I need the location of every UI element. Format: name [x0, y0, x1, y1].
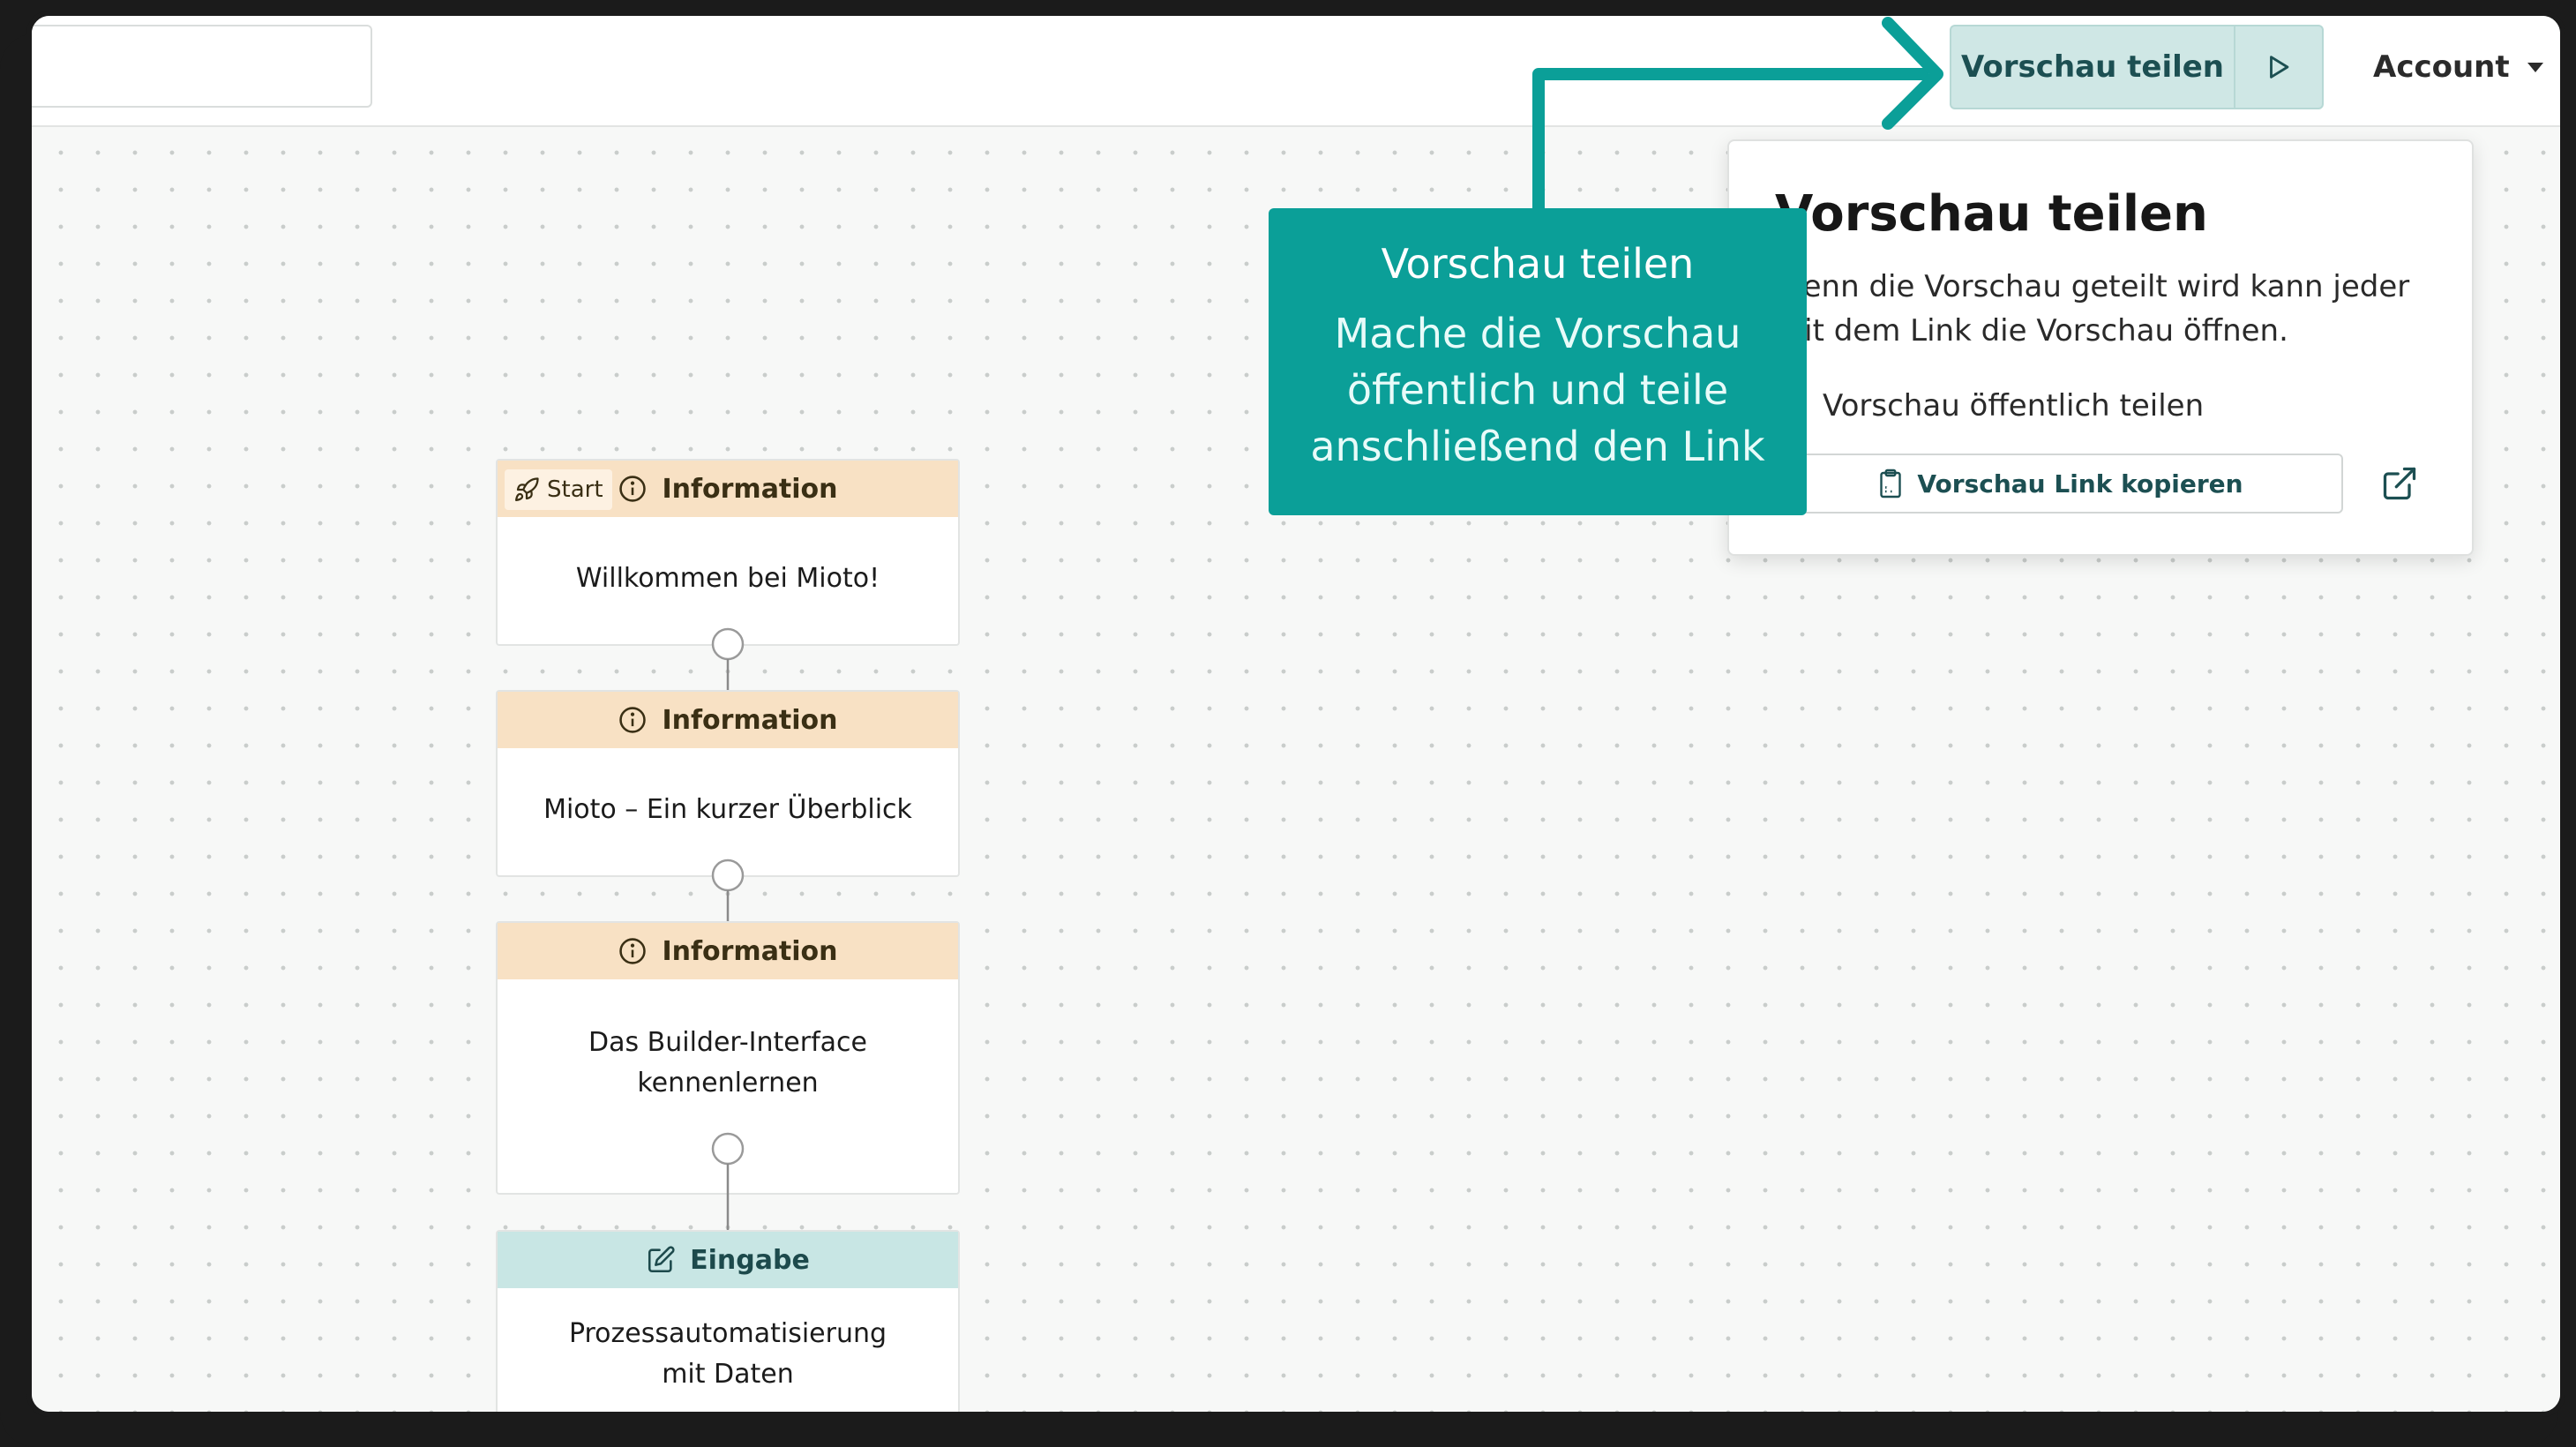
callout-title: Vorschau teilen — [1381, 240, 1695, 288]
start-label: Start — [547, 476, 603, 503]
share-preview-popover: Vorschau teilen Wenn die Vorschau geteil… — [1727, 139, 2474, 556]
public-share-toggle[interactable]: Vorschau öffentlich teilen — [1775, 388, 2204, 424]
share-preview-group: Vorschau teilen — [1950, 25, 2324, 109]
flow-node-input[interactable]: Eingabe Prozessautomatisierung mit Daten — [496, 1230, 960, 1412]
node-header: Information — [498, 692, 958, 748]
popover-title: Vorschau teilen — [1775, 185, 2208, 243]
popover-description: Wenn die Vorschau geteilt wird kann jede… — [1775, 269, 2410, 349]
node-type-label: Eingabe — [690, 1244, 810, 1276]
node-title: Willkommen bei Mioto! — [575, 563, 880, 594]
tutorial-callout: Vorschau teilen Mache die Vorschau öffen… — [1269, 208, 1807, 515]
info-icon — [619, 938, 647, 964]
flow-node-overview[interactable]: Information Mioto – Ein kurzer Überblick — [496, 690, 960, 877]
node-type-label: Information — [662, 935, 838, 967]
public-share-label: Vorschau öffentlich teilen — [1823, 388, 2205, 424]
flow-node-welcome[interactable]: Start Information Willkommen bei Mioto! — [496, 459, 960, 646]
account-menu[interactable]: Account — [2373, 42, 2545, 92]
external-link-icon[interactable] — [2380, 464, 2419, 503]
node-type-label: Information — [662, 473, 838, 505]
top-bar: Vorschau teilen Account — [32, 16, 2560, 127]
info-icon — [619, 707, 647, 733]
callout-body: Mache die Vorschau öffentlich und teile … — [1310, 310, 1765, 470]
start-badge: Start — [505, 469, 612, 510]
info-icon — [619, 476, 647, 502]
node-header: Eingabe — [498, 1232, 958, 1288]
rocket-icon — [515, 477, 539, 501]
caret-down-icon — [2527, 63, 2543, 72]
edit-icon — [648, 1246, 675, 1273]
play-icon — [2270, 56, 2289, 79]
project-name-field[interactable] — [32, 25, 372, 108]
node-header: Information — [498, 923, 958, 979]
node-header: Start Information — [498, 461, 958, 517]
share-preview-button[interactable]: Vorschau teilen — [1950, 25, 2234, 109]
clipboard-icon — [1880, 469, 1902, 499]
node-title: Das Builder-Interface kennenlernen — [588, 1027, 867, 1098]
node-title: Prozessautomatisierung mit Daten — [568, 1318, 887, 1390]
copy-preview-link-button[interactable]: Vorschau Link kopieren — [1775, 454, 2343, 514]
node-title: Mioto – Ein kurzer Überblick — [543, 794, 912, 825]
node-type-label: Information — [662, 704, 838, 736]
flow-node-builder[interactable]: Information Das Builder-Interface kennen… — [496, 921, 960, 1195]
preview-play-button[interactable] — [2234, 25, 2324, 109]
app-window: Start Information Willkommen bei Mioto! … — [26, 11, 2565, 1417]
account-label: Account — [2373, 49, 2510, 85]
copy-link-label: Vorschau Link kopieren — [1917, 469, 2243, 499]
